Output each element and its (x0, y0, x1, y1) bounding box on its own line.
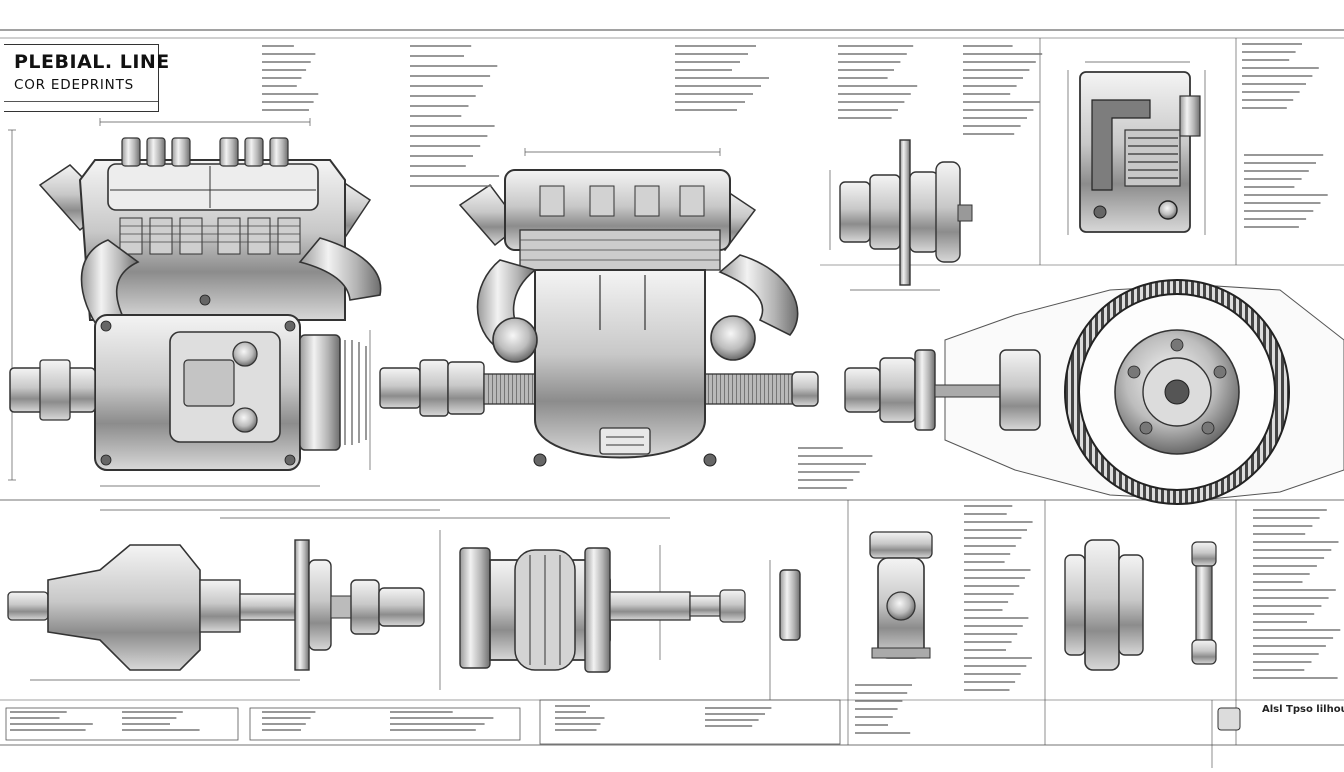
title-line-2: COR EDEPRINTS (14, 77, 134, 93)
title-strip (5, 699, 1241, 745)
pulley-wheel-icon (844, 279, 1344, 505)
bracket-icon (1067, 61, 1206, 235)
title-line-1: PLEBIAL. LINE (14, 51, 170, 73)
footer-label: Alsl Tpso lilhoulcoir roct (1262, 704, 1344, 715)
title-rule (4, 101, 158, 102)
engine-block-icon (8, 118, 382, 487)
manifold-icon (458, 148, 799, 467)
gear-icon (7, 509, 1217, 700)
title-block: PLEBIAL. LINE COR EDEPRINTS (4, 44, 169, 112)
spec-annotations (10, 43, 1341, 734)
flange-icon (829, 139, 973, 291)
